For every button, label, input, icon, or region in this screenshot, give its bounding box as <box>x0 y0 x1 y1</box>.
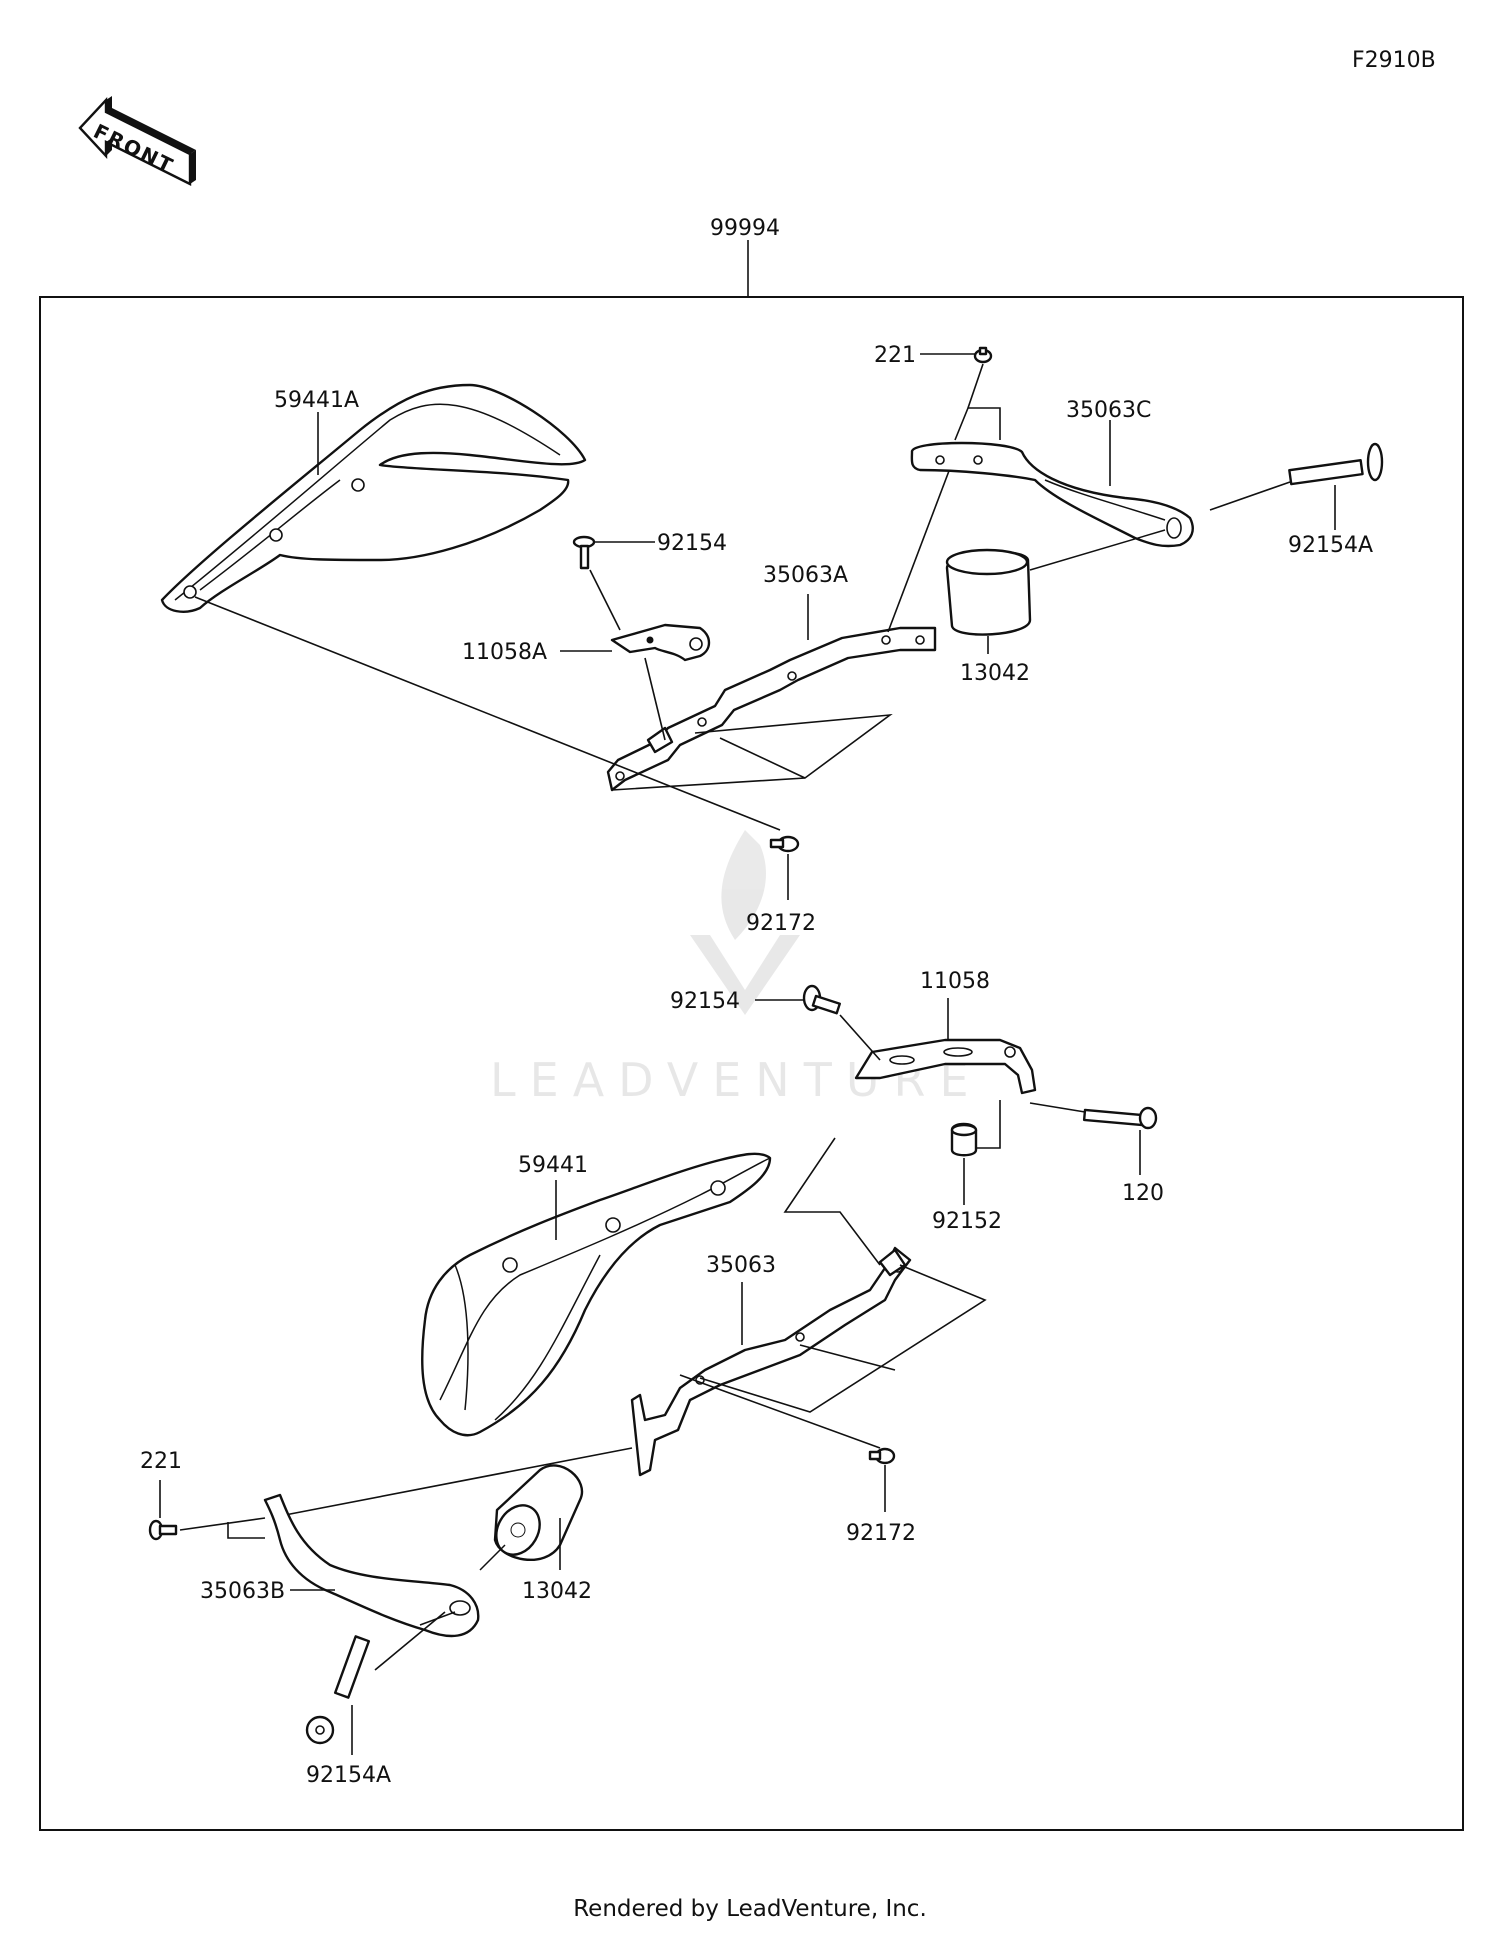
hand-guard-59441 <box>421 1152 772 1437</box>
bar-35063A <box>606 626 937 792</box>
label-11058: 11058 <box>920 969 990 994</box>
bolt-92154A-bottom <box>305 1635 371 1745</box>
weight-holder-35063C <box>910 441 1194 548</box>
label-92154A-top: 92154A <box>1288 533 1373 558</box>
label-35063C: 35063C <box>1066 398 1151 423</box>
assembly-label: 99994 <box>710 216 780 241</box>
bolt-120 <box>1082 1106 1158 1130</box>
label-59441: 59441 <box>518 1153 588 1178</box>
screw-92154-top <box>572 535 596 570</box>
label-120: 120 <box>1122 1181 1164 1206</box>
bolt-221-bottom <box>148 1519 178 1541</box>
label-92172-top: 92172 <box>746 911 816 936</box>
label-221-top: 221 <box>874 343 916 368</box>
hand-guard-59441A <box>160 383 587 613</box>
diagram-reference: F2910B <box>1352 48 1436 73</box>
bolt-92172-bottom <box>868 1447 896 1465</box>
assembly-frame <box>39 296 1464 1831</box>
bolt-221-top <box>973 346 993 364</box>
label-92154-top: 92154 <box>657 531 727 556</box>
bracket-11058 <box>854 1038 1037 1095</box>
footer-credit: Rendered by LeadVenture, Inc. <box>573 1896 927 1922</box>
bar-end-weight-13042-bottom <box>479 1464 584 1571</box>
front-arrow-icon: FRONT <box>78 96 196 186</box>
label-35063A: 35063A <box>763 563 848 588</box>
label-11058A: 11058A <box>462 640 547 665</box>
weight-holder-35063B <box>263 1493 480 1638</box>
label-35063: 35063 <box>706 1253 776 1278</box>
collar-92152 <box>950 1122 978 1157</box>
label-92154-bottom: 92154 <box>670 989 740 1014</box>
bar-end-weight-13042-top <box>945 529 1166 636</box>
label-13042-top: 13042 <box>960 661 1030 686</box>
screw-92154-bottom <box>802 984 841 1015</box>
bolt-92172-top <box>769 835 800 853</box>
bar-35063 <box>630 1246 912 1477</box>
watermark-logo <box>690 830 800 1015</box>
label-221-bottom: 221 <box>140 1449 182 1474</box>
label-59441A: 59441A <box>274 388 359 413</box>
label-92154A-bottom: 92154A <box>306 1763 391 1788</box>
label-13042-bottom: 13042 <box>522 1579 592 1604</box>
bracket-11058A <box>610 623 711 662</box>
label-92172-bottom: 92172 <box>846 1521 916 1546</box>
label-92152: 92152 <box>932 1209 1002 1234</box>
label-35063B: 35063B <box>200 1579 285 1604</box>
bolt-92154A-top <box>1288 442 1384 486</box>
